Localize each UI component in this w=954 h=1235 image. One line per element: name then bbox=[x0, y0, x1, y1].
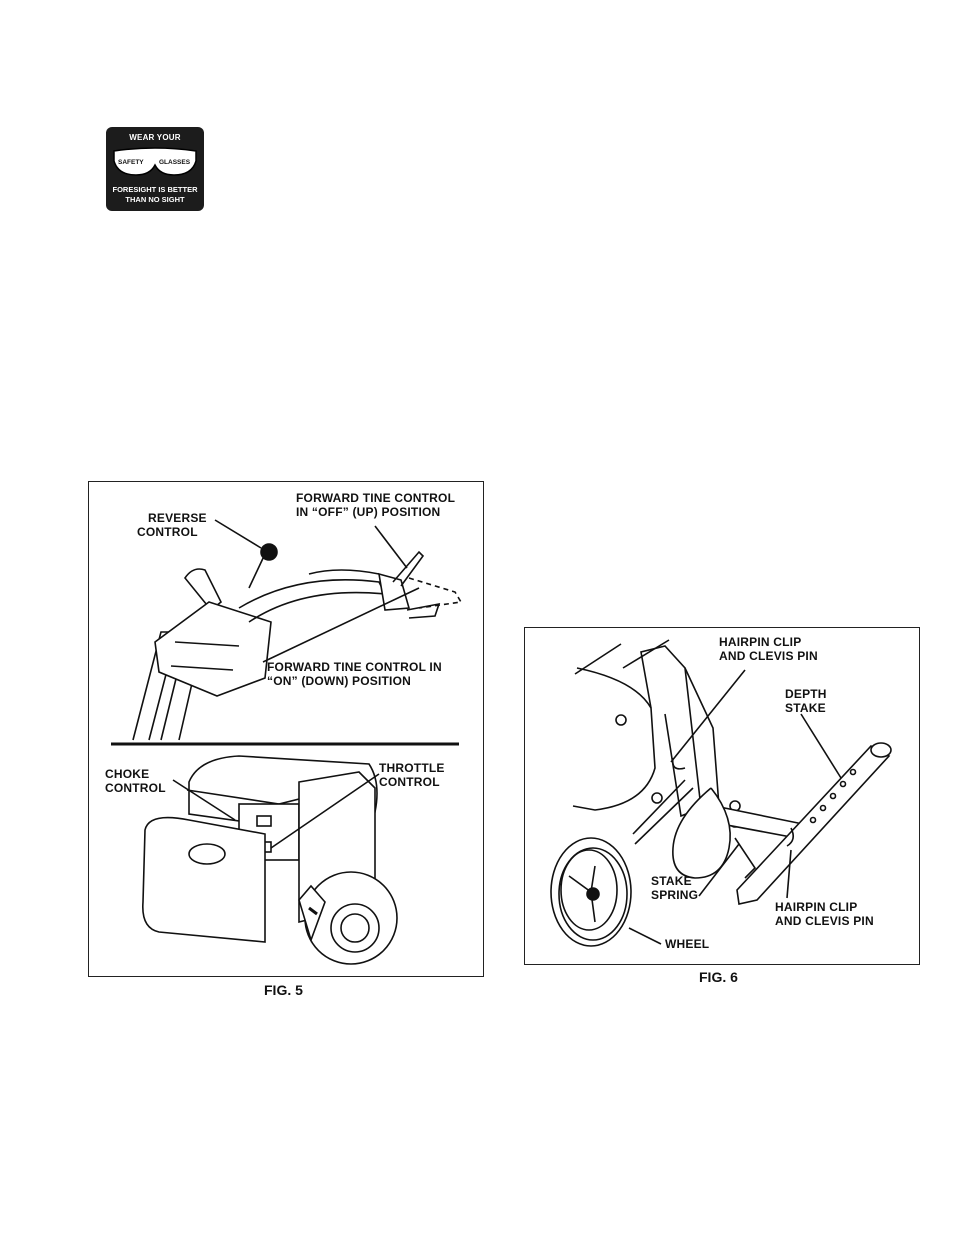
label-throttle-control-1: THROTTLE bbox=[379, 761, 445, 775]
label-forward-tine-on-2: “ON” (DOWN) POSITION bbox=[267, 674, 411, 688]
badge-bottom-text-1: FORESIGHT IS BETTER bbox=[106, 185, 204, 194]
badge-left-lens-text: SAFETY bbox=[118, 159, 144, 166]
figure-6-frame: HAIRPIN CLIP AND CLEVIS PIN DEPTH STAKE … bbox=[524, 627, 920, 965]
label-choke-control-1: CHOKE bbox=[105, 767, 149, 781]
figure-5-illustration bbox=[89, 482, 483, 976]
label-hairpin-clip-bottom-1: HAIRPIN CLIP bbox=[775, 900, 857, 914]
badge-top-text: WEAR YOUR bbox=[106, 133, 204, 142]
label-reverse-control-1: REVERSE bbox=[148, 511, 207, 525]
figure-5-caption: FIG. 5 bbox=[264, 982, 303, 998]
label-wheel: WHEEL bbox=[665, 937, 709, 951]
label-throttle-control-2: CONTROL bbox=[379, 775, 440, 789]
badge-bottom-text-2: THAN NO SIGHT bbox=[106, 195, 204, 204]
reverse-control-knob-icon bbox=[261, 544, 277, 560]
label-hairpin-clip-top-1: HAIRPIN CLIP bbox=[719, 635, 801, 649]
label-hairpin-clip-top-2: AND CLEVIS PIN bbox=[719, 649, 818, 663]
figure-6-caption: FIG. 6 bbox=[699, 969, 738, 985]
label-forward-tine-on-1: FORWARD TINE CONTROL IN bbox=[267, 660, 442, 674]
label-depth-stake-1: DEPTH bbox=[785, 687, 827, 701]
label-stake-spring-1: STAKE bbox=[651, 874, 692, 888]
label-forward-tine-off-1: FORWARD TINE CONTROL bbox=[296, 491, 455, 505]
label-depth-stake-2: STAKE bbox=[785, 701, 826, 715]
label-stake-spring-2: SPRING bbox=[651, 888, 698, 902]
label-hairpin-clip-bottom-2: AND CLEVIS PIN bbox=[775, 914, 874, 928]
wheel-drawing bbox=[551, 838, 631, 946]
safety-glasses-badge: WEAR YOUR SAFETY GLASSES FORESIGHT IS BE… bbox=[106, 127, 204, 211]
label-reverse-control-2: CONTROL bbox=[137, 525, 198, 539]
badge-right-lens-text: GLASSES bbox=[159, 159, 190, 166]
label-choke-control-2: CONTROL bbox=[105, 781, 166, 795]
figure-5-frame: REVERSE CONTROL FORWARD TINE CONTROL IN … bbox=[88, 481, 484, 977]
label-forward-tine-off-2: IN “OFF” (UP) POSITION bbox=[296, 505, 440, 519]
